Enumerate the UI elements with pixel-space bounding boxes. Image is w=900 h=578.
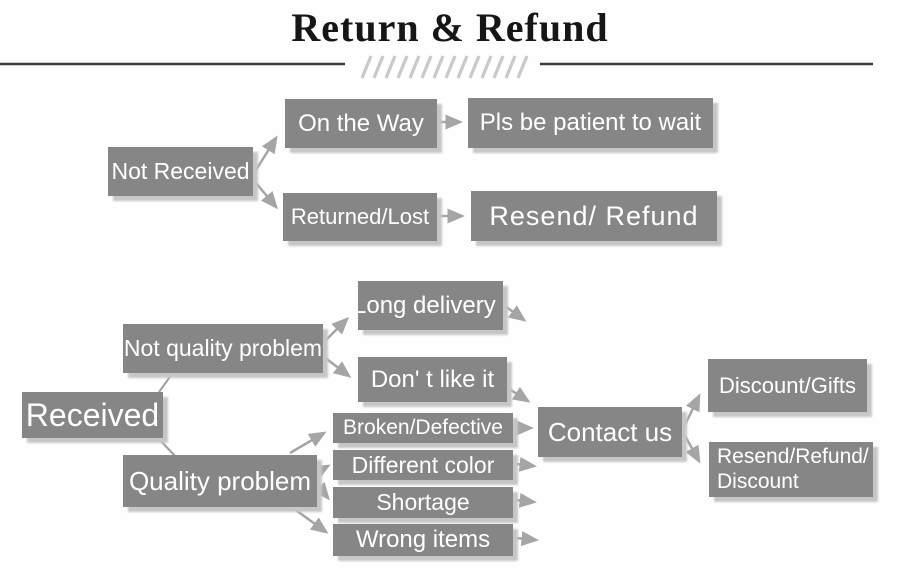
node-not-received: Not Received [108, 147, 253, 196]
node-label-line2: Discount [717, 469, 799, 493]
node-dont-like-it: Don' t like it [358, 357, 507, 402]
arrow-not-quality-to-long-delivery [323, 316, 350, 343]
arrow-dont-like-it-to-contact-us [502, 383, 531, 403]
node-resend-refund: Resend/ Refund [471, 191, 717, 241]
arrow-not-received-to-returned-lost [255, 182, 278, 210]
node-label: Resend/ Refund [489, 200, 699, 231]
node-label: Different color [351, 451, 495, 478]
node-label: Quality problem [128, 465, 312, 496]
node-label-line1: Resend/Refund/ [717, 445, 869, 469]
title-hatch-decor [360, 55, 529, 79]
node-resend-refund-discount: Resend/Refund/ Discount [709, 442, 873, 497]
arrow-quality-to-shortage [313, 482, 330, 501]
arrow-quality-to-wrong-items [292, 506, 329, 534]
arrow-quality-to-broken-defective [289, 431, 327, 455]
node-label: Long delivery [358, 291, 496, 319]
node-received: Received [22, 392, 163, 438]
node-label: On the Way [298, 109, 424, 137]
node-long-delivery: Long delivery [358, 281, 503, 330]
node-label: Received [25, 396, 160, 433]
node-pls-be-patient: Pls be patient to wait [468, 98, 713, 148]
node-different-color: Different color [333, 450, 513, 480]
arrow-quality-to-different-color [311, 464, 331, 480]
arrow-long-delivery-out [504, 304, 527, 322]
node-label: Wrong items [355, 526, 491, 553]
arrow-different-color-out [515, 456, 537, 472]
node-shortage: Shortage [333, 487, 513, 518]
connector-received-to-not-quality [158, 373, 173, 393]
node-quality-problem: Quality problem [123, 455, 317, 507]
node-contact-us: Contact us [538, 407, 682, 457]
node-returned-lost: Returned/Lost [283, 193, 437, 241]
arrow-wrong-items-out [515, 531, 539, 547]
node-label: Discount/Gifts [719, 372, 856, 398]
arrow-not-received-to-on-the-way [254, 135, 278, 171]
arrow-contact-us-to-discount-gifts [682, 393, 701, 428]
node-label: Not quality problem [123, 335, 323, 361]
arrow-contact-us-to-resend-refund-discount [682, 433, 701, 464]
node-label: Contact us [547, 416, 673, 447]
node-discount-gifts: Discount/Gifts [708, 359, 867, 412]
node-not-quality-problem: Not quality problem [123, 324, 323, 373]
node-label: Not Received [111, 158, 250, 184]
connector-received-to-quality [156, 436, 177, 458]
node-label: Broken/Defective [343, 416, 503, 439]
node-wrong-items: Wrong items [333, 524, 513, 556]
node-broken-defective: Broken/Defective [333, 413, 513, 443]
arrow-not-quality-to-dont-like-it [323, 356, 352, 378]
node-label: Resend/Refund/ Discount [717, 445, 869, 493]
node-label: Pls be patient to wait [479, 109, 702, 136]
node-label: Shortage [376, 489, 470, 515]
node-label: Don' t like it [370, 365, 495, 393]
arrow-shortage-out [515, 492, 537, 508]
page-title: Return & Refund [291, 5, 609, 50]
node-label: Returned/Lost [290, 204, 430, 229]
node-on-the-way: On the Way [285, 99, 437, 148]
